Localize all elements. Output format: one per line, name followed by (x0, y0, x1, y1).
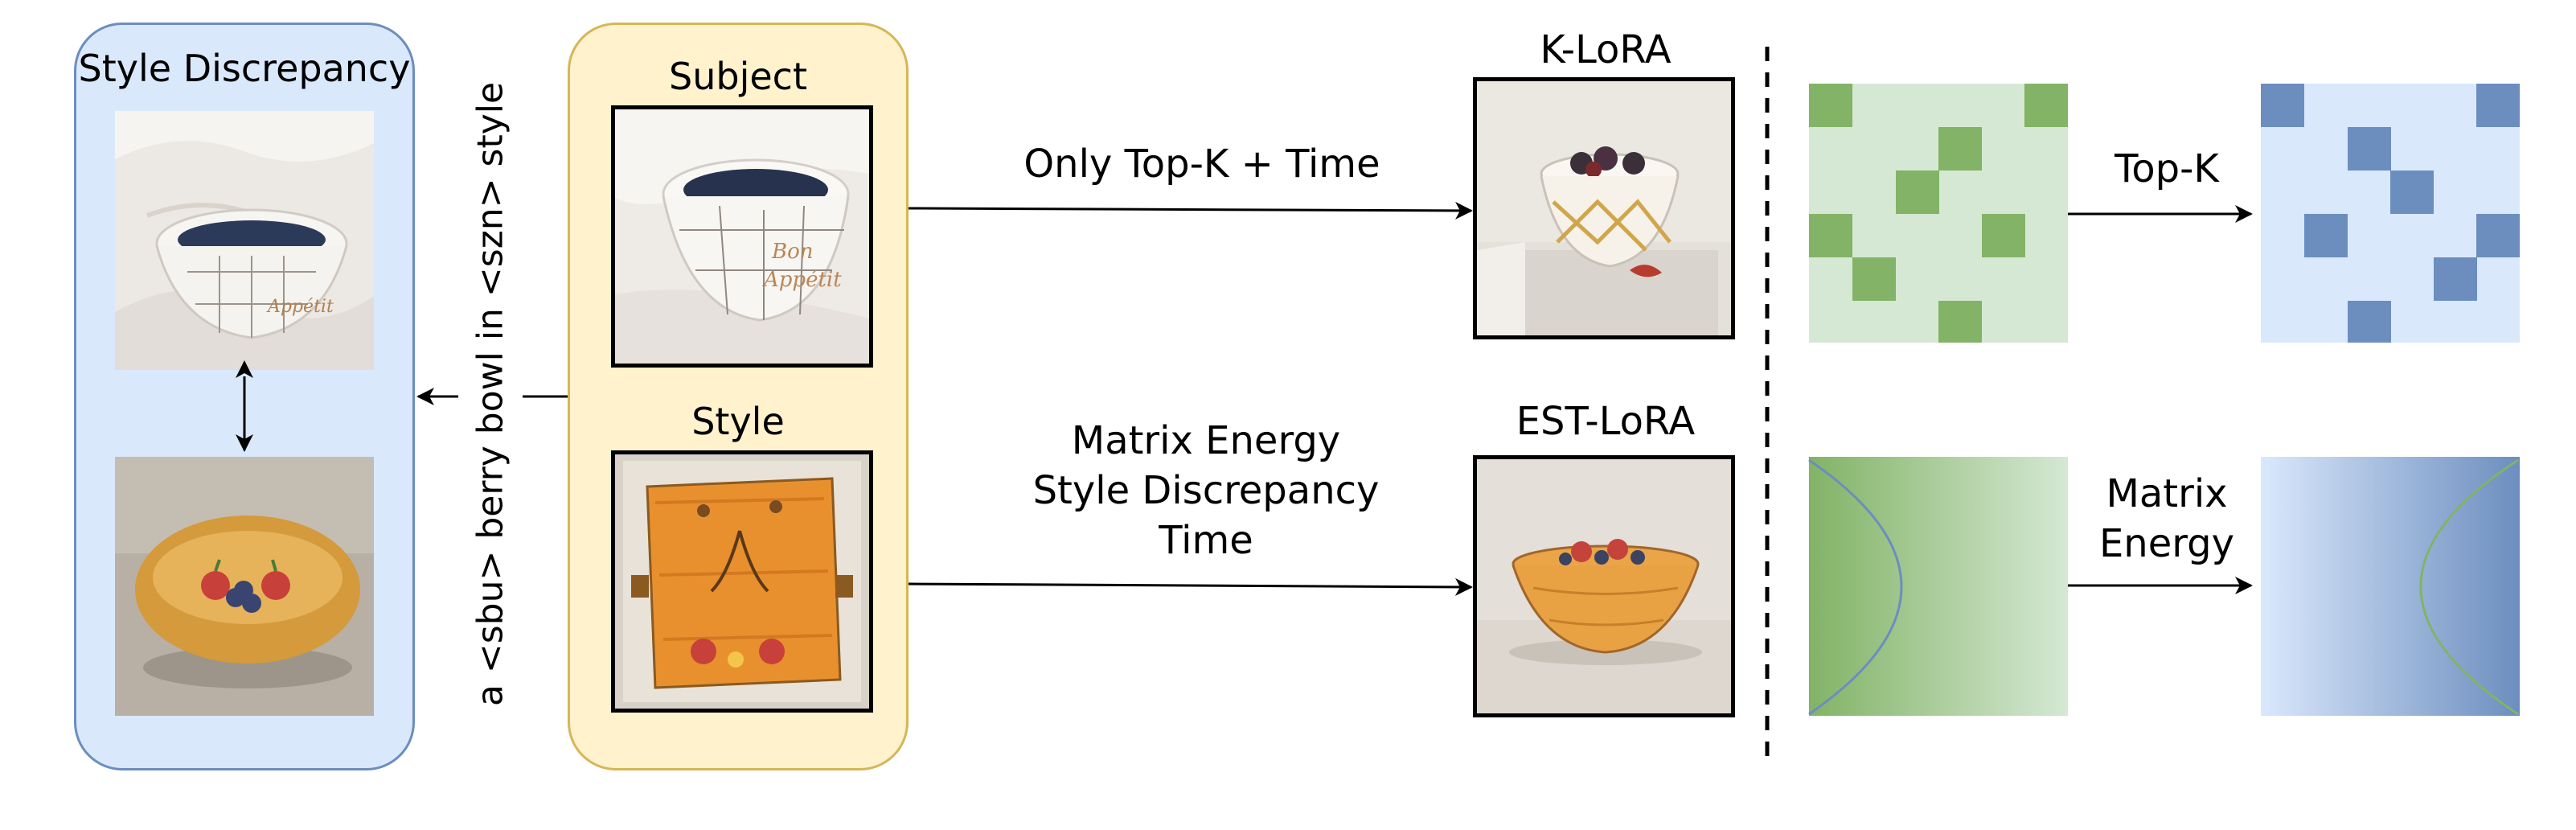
style-label: Style (691, 400, 785, 443)
top-path-label: Only Top-K + Time (1023, 142, 1380, 187)
energy-green-matrix (1809, 457, 2068, 716)
style-image (611, 450, 873, 713)
est-lora-output-image (1473, 455, 1735, 717)
subject-image: Bon Appétit (611, 105, 873, 368)
prompt-text: a <sbu> berry bowl in <szn> style (470, 81, 511, 707)
subject-label: Subject (669, 55, 807, 98)
top-k-green-matrix (1809, 84, 2068, 343)
style-photo-reference (115, 457, 374, 716)
top-k-label: Top-K (2115, 146, 2219, 191)
style-discrepancy-title: Style Discrepancy (78, 47, 411, 90)
bottom-path-label-line3: Time (1159, 518, 1253, 563)
svg-text:Appétit: Appétit (266, 297, 334, 317)
matrix-energy-label-line1: Matrix (2106, 471, 2228, 516)
matrix-energy-label-line2: Energy (2098, 521, 2235, 566)
subject-photo-reference: Appétit (115, 111, 374, 370)
top-k-blue-matrix (2261, 84, 2520, 343)
bottom-path-label-line1: Matrix Energy (1071, 418, 1341, 463)
est-lora-label: EST-LoRA (1516, 399, 1696, 444)
k-lora-label: K-LoRA (1540, 27, 1672, 72)
k-lora-output-image (1473, 77, 1735, 339)
bottom-path-label-line2: Style Discrepancy (1032, 468, 1380, 513)
svg-text:Bon: Bon (771, 240, 814, 264)
energy-blue-matrix (2261, 457, 2520, 716)
svg-text:Appétit: Appétit (762, 268, 842, 292)
